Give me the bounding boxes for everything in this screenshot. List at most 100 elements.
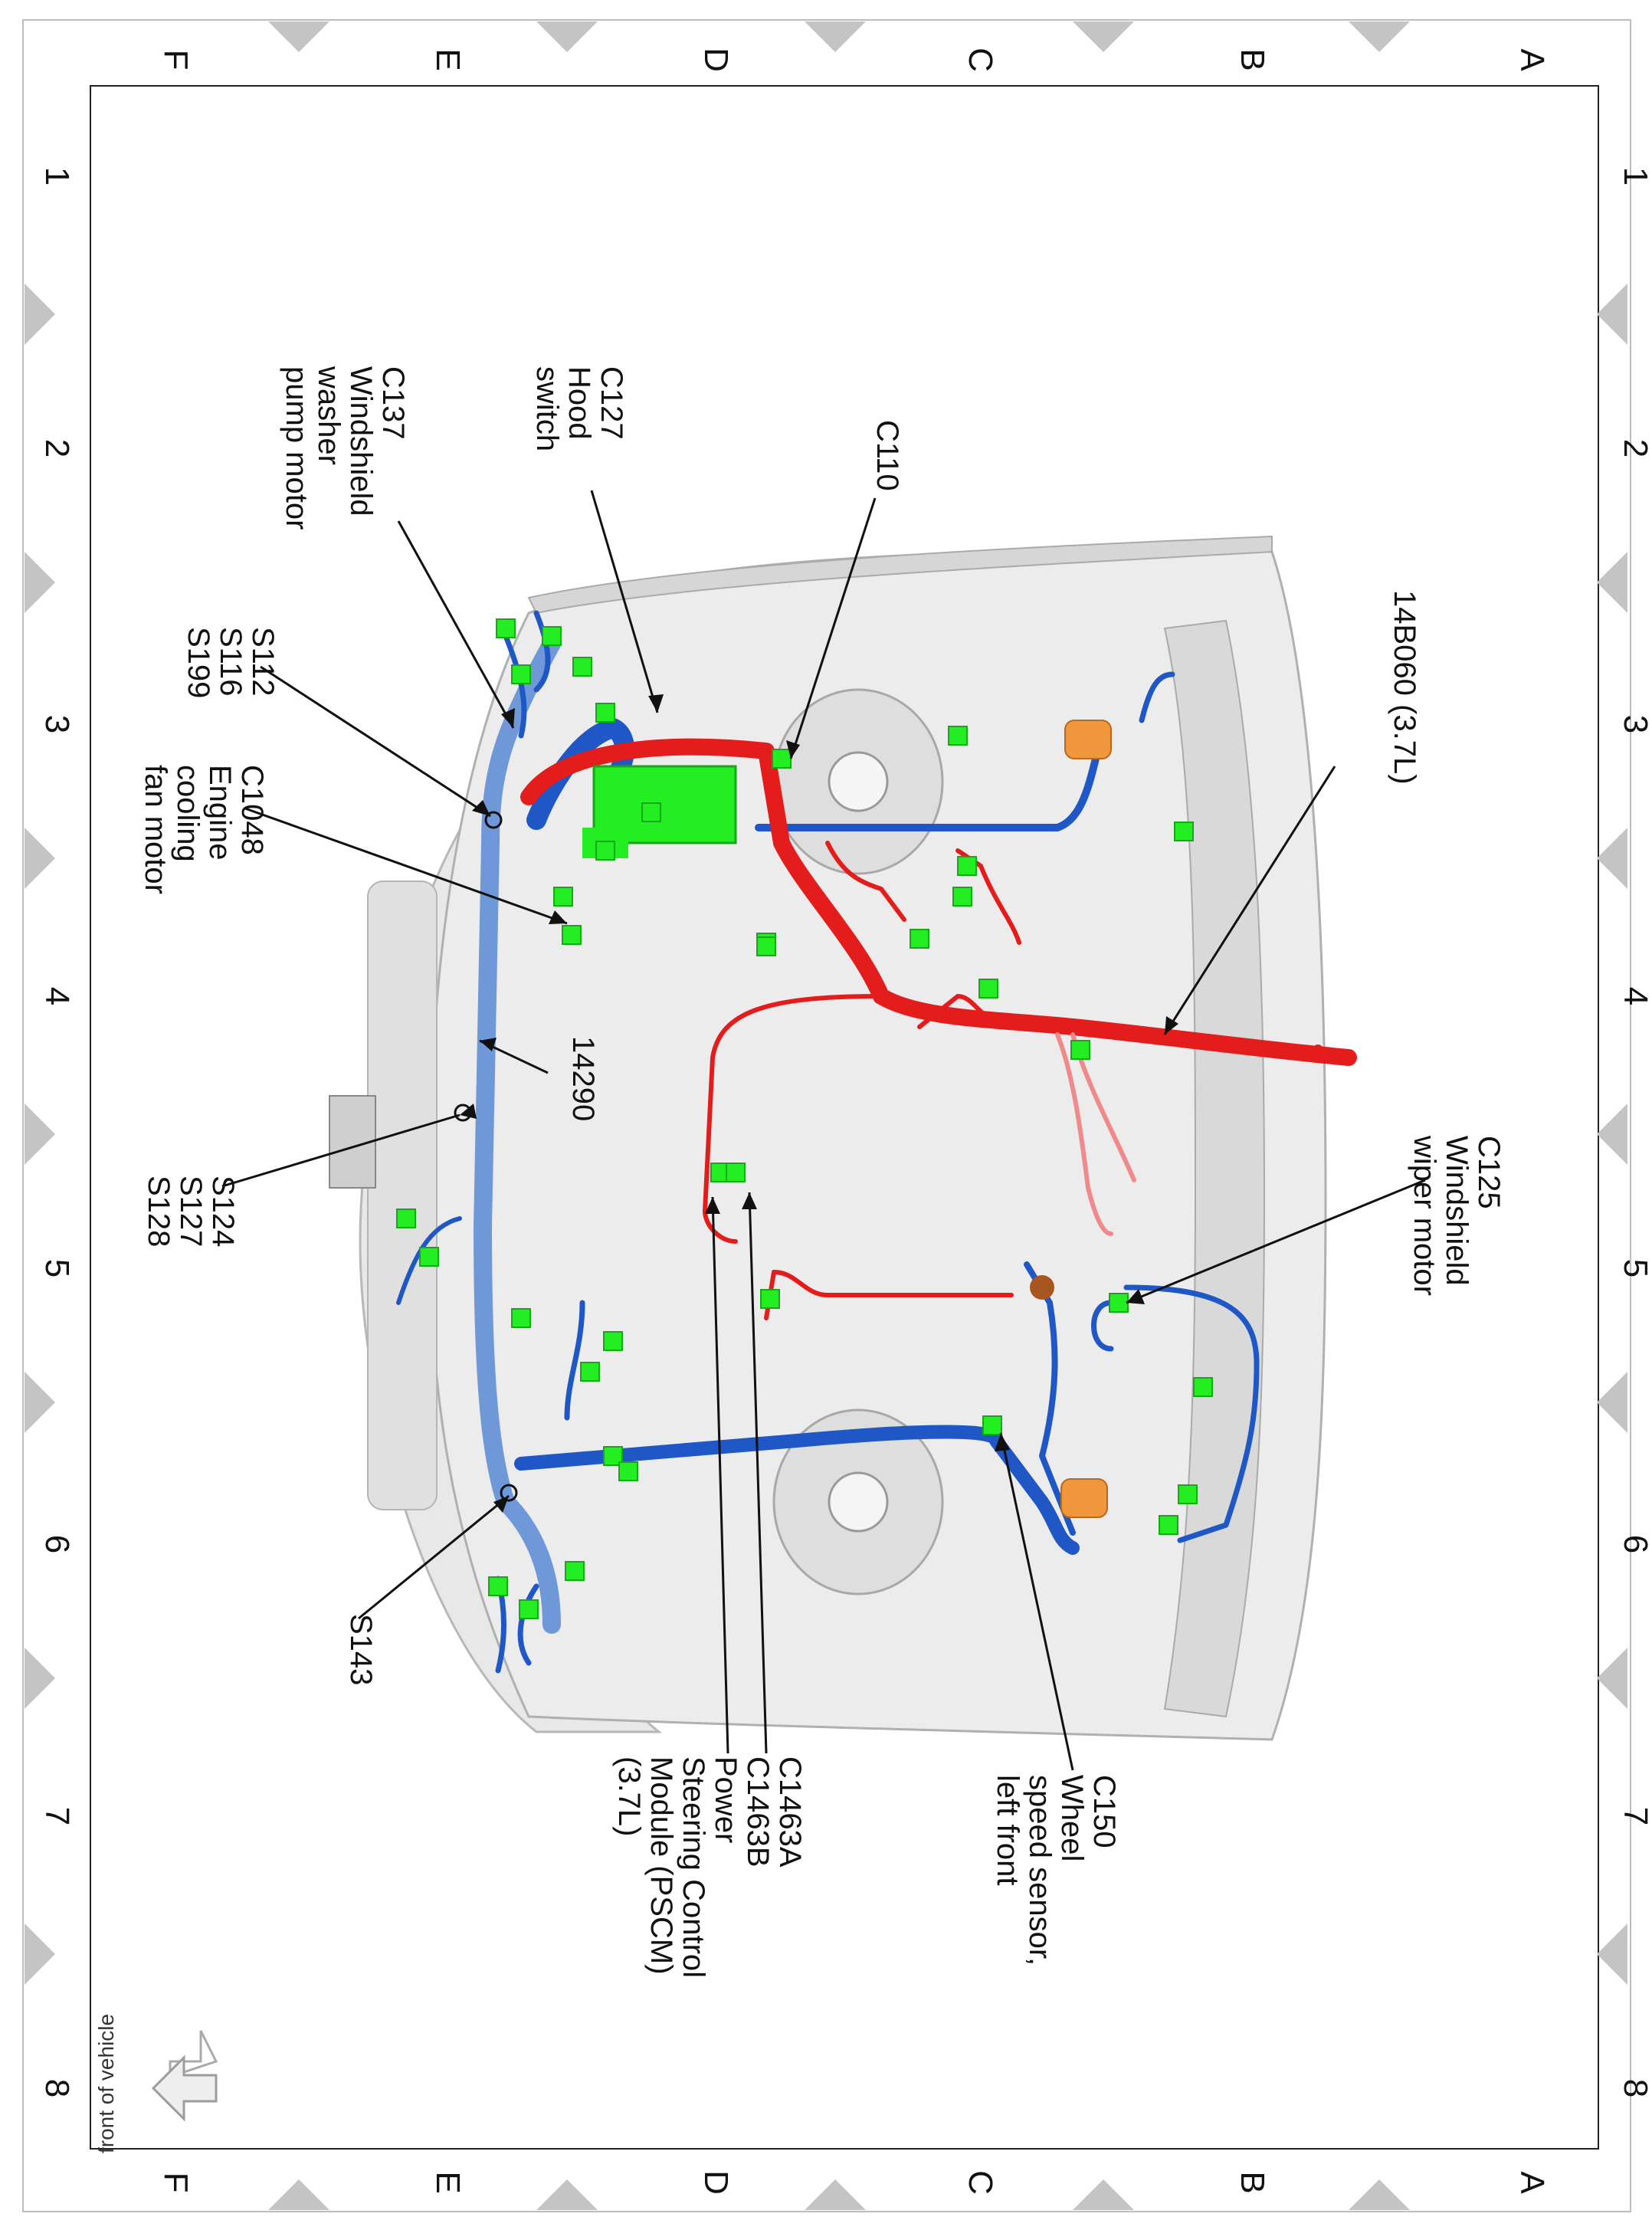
connector-31 <box>910 929 929 949</box>
grid-number-right-1: 1 <box>1617 167 1652 185</box>
triangle-top-1 <box>1073 21 1134 52</box>
power-harness-14b060 <box>520 738 1357 1320</box>
triangle-top-4 <box>268 21 329 52</box>
radiator-support <box>367 881 438 1510</box>
callout-h14290-line-0: 14290 <box>566 1036 600 1121</box>
connector-17 <box>542 626 562 646</box>
callout-s124-line-0: S124 <box>206 1176 240 1247</box>
connector-34 <box>595 841 615 861</box>
callout-s112-line-1: S116 <box>214 627 247 696</box>
leader-s143 <box>358 1494 510 1620</box>
callout-c125-line-1: Windshield <box>1440 1136 1473 1286</box>
connector-5 <box>553 887 573 907</box>
leader-c1048 <box>244 807 568 925</box>
grommet-lower <box>1060 1478 1108 1518</box>
connector-7 <box>756 936 776 956</box>
triangle-bottom-1 <box>1073 2179 1134 2210</box>
callout-s124-line-2: S128 <box>142 1176 175 1247</box>
leader-c110 <box>789 497 877 759</box>
leader-c127 <box>590 490 659 713</box>
connector-9 <box>726 1163 746 1182</box>
triangle-right-1 <box>1597 552 1627 613</box>
front-arrow-shape <box>151 2055 218 2122</box>
callout-c1463-line-0: C1463A <box>773 1756 807 1868</box>
leader-c137 <box>397 520 515 729</box>
inner-frame <box>90 85 1599 2150</box>
callout-h14b060-line-0: 14B060 (3.7L) <box>1388 590 1421 785</box>
triangle-top-3 <box>536 21 598 52</box>
grommet-mid <box>1030 1275 1054 1300</box>
triangle-left-2 <box>25 828 55 889</box>
leader-c1463a <box>748 1192 768 1754</box>
cowl <box>1163 619 1266 1718</box>
grid-number-left-6: 6 <box>38 1535 76 1553</box>
callout-c137-line-3: pump motor <box>280 366 313 530</box>
triangle-right-3 <box>1597 1104 1627 1165</box>
triangle-left-4 <box>25 1372 55 1433</box>
grid-number-left-5: 5 <box>38 1259 76 1277</box>
outer-frame <box>22 19 1631 2212</box>
callout-c1048-line-1: Engine <box>203 765 237 861</box>
leader-s112 <box>260 665 491 818</box>
callout-c1048-line-0: C1048 <box>235 765 269 855</box>
grid-number-right-2: 2 <box>1617 439 1652 457</box>
callout-c150-line-1: Wheel <box>1055 1775 1089 1861</box>
grid-letter-bottom-d: D <box>697 2170 735 2195</box>
callout-c127-line-2: switch <box>530 366 564 451</box>
connector-30 <box>978 979 998 999</box>
connector-28 <box>1159 1515 1178 1535</box>
grid-letter-bottom-b: B <box>1234 2171 1271 2193</box>
grid-letter-top-b: B <box>1234 48 1271 71</box>
triangle-left-5 <box>25 1648 55 1709</box>
callout-c1463-line-4: Module (PSCM) <box>644 1756 678 1975</box>
connector-1 <box>948 726 968 746</box>
callout-c137-line-2: washer <box>312 366 346 465</box>
grid-number-right-4: 4 <box>1617 987 1652 1005</box>
grid-number-right-7: 7 <box>1617 1807 1652 1825</box>
connector-21 <box>519 1599 539 1619</box>
splice-s143 <box>500 1484 518 1502</box>
callout-c110-line-0: C110 <box>870 420 904 491</box>
connector-26 <box>1174 821 1194 841</box>
border-triangles <box>25 21 1627 2210</box>
callout-c127-line-0: C127 <box>595 366 628 440</box>
grid-letter-top-c: C <box>962 48 999 72</box>
components <box>396 618 1213 1619</box>
callout-c125-line-2: wiper motor <box>1408 1135 1441 1296</box>
callout-arrowheads <box>460 694 1178 1513</box>
callout-c137-line-0: C137 <box>376 366 410 440</box>
callout-c150-line-3: left front <box>991 1775 1024 1886</box>
callout-s112-line-0: S112 <box>246 627 280 696</box>
triangle-right-6 <box>1597 1923 1627 1985</box>
triangle-top-2 <box>805 21 866 52</box>
callout-c1463-line-1: C1463B <box>741 1756 775 1868</box>
connector-20 <box>488 1576 508 1596</box>
triangle-left-0 <box>25 284 55 345</box>
connector-27 <box>1178 1484 1198 1504</box>
connector-32 <box>641 802 661 822</box>
callout-s124-line-1: S127 <box>174 1176 208 1247</box>
leader-c125 <box>1126 1179 1426 1304</box>
triangle-top-0 <box>1349 21 1410 52</box>
triangle-right-5 <box>1597 1648 1627 1709</box>
connector-25 <box>396 1208 416 1228</box>
connector-13 <box>603 1331 623 1351</box>
vehicle-body <box>329 535 1327 1741</box>
callout-c1048-line-3: fan motor <box>139 765 172 894</box>
grid-letter-top-a: A <box>1513 48 1551 71</box>
grid-number-right-5: 5 <box>1617 1259 1652 1277</box>
callout-s143-line-0: S143 <box>344 1614 378 1685</box>
leader-c150 <box>999 1432 1074 1771</box>
splice-s112 <box>484 811 503 829</box>
grid-letter-bottom-a: A <box>1513 2171 1551 2194</box>
grid-letter-top-d: D <box>697 48 735 72</box>
callout-c127-line-1: Hood <box>562 366 596 440</box>
grid-letter-bottom-f: F <box>157 2173 195 2193</box>
front-of-vehicle-label: front of vehicle <box>94 2014 118 2153</box>
triangle-right-4 <box>1597 1372 1627 1433</box>
front-of-vehicle-indicator: front of vehicle <box>94 2014 218 2153</box>
connector-14 <box>580 1362 600 1382</box>
connector-36 <box>618 1461 638 1481</box>
connector-24 <box>419 1247 439 1267</box>
callout-c137-line-1: Windshield <box>344 366 378 517</box>
